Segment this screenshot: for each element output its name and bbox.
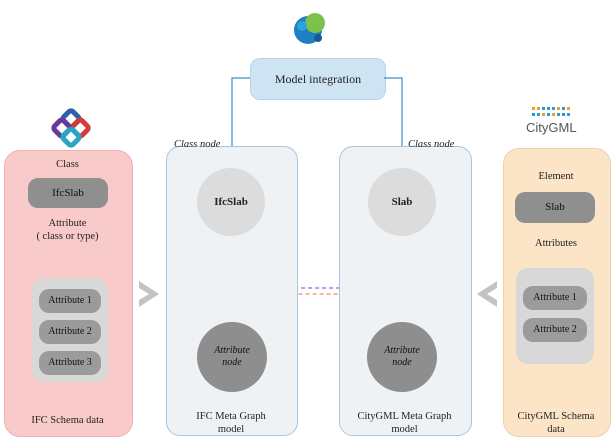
ifc-attribute-item: Attribute 1 [39, 289, 101, 313]
citygml-attribute-label: Attribute 1 [533, 292, 577, 303]
integration-to-slab-arrow [384, 77, 407, 167]
citygml-attribute-item: Attribute 2 [523, 318, 587, 342]
citygml-attributes-title: Attributes [535, 238, 577, 249]
citygml-schema-caption: CityGML Schema data [503, 410, 609, 436]
citygml-meta-caption-line2: model [391, 424, 418, 435]
model-integration-box: Model integration [250, 58, 386, 100]
ifc-attribute-node: Attribute node [197, 322, 267, 392]
citygml-meta-caption-line1: CityGML Meta Graph [357, 411, 452, 422]
graph-database-logo-icon [294, 8, 328, 44]
citygml-schema-caption-line2: data [547, 424, 565, 435]
citygml-element-value: Slab [545, 201, 565, 213]
citygml-logo-icon [532, 107, 570, 116]
model-integration-label: Model integration [274, 71, 362, 86]
integration-to-ifcslab-arrow [227, 77, 250, 167]
citygml-attribute-item: Attribute 1 [523, 286, 587, 310]
citygml-attribute-node-line2: node [392, 357, 412, 368]
ifc-attribute-label: Attribute 2 [48, 326, 92, 337]
ifc-meta-caption-line1: IFC Meta Graph [196, 411, 266, 422]
citygml-attribute-group [516, 268, 594, 364]
ifc-attribute-title: Attribute ( class or type) [4, 217, 131, 243]
ifc-attribute-title-line1: Attribute [48, 218, 87, 229]
citygml-meta-caption: CityGML Meta Graph model [339, 410, 470, 436]
ifc-class-value: IfcSlab [52, 187, 84, 199]
citygml-element-box: Slab [515, 192, 595, 223]
citygml-logo-text: CityGML [526, 120, 577, 135]
ifcslab-class-node-label: IfcSlab [214, 196, 248, 208]
ifc-attribute-label: Attribute 3 [48, 357, 92, 368]
ifcslab-class-node: IfcSlab [197, 168, 265, 236]
ifc-class-title: Class [56, 159, 79, 170]
citygml-element-title: Element [538, 171, 574, 182]
ifc-logo-icon [51, 108, 91, 148]
ifc-attribute-title-line2: ( class or type) [36, 231, 99, 242]
citygml-attribute-label: Attribute 2 [533, 324, 577, 335]
citygml-logo: CityGML [526, 104, 586, 138]
ifc-attribute-item: Attribute 2 [39, 320, 101, 344]
citygml-class-node-label: Class node [408, 139, 455, 150]
chevron-left-icon [477, 281, 497, 307]
ifc-meta-caption-line2: model [217, 424, 245, 435]
ifc-attribute-label: Attribute 1 [48, 295, 92, 306]
ifc-attribute-item: Attribute 3 [39, 351, 101, 375]
chevron-right-icon [139, 281, 159, 307]
ifc-schema-caption: IFC Schema data [31, 415, 104, 426]
citygml-attribute-node: Attribute node [367, 322, 437, 392]
citygml-attribute-node-line1: Attribute [384, 345, 420, 356]
ifc-attribute-node-line2: node [222, 357, 242, 368]
slab-class-node: Slab [368, 168, 436, 236]
slab-class-node-label: Slab [391, 196, 413, 208]
ifc-class-node-label: Class node [174, 139, 221, 150]
ifc-class-box: IfcSlab [28, 178, 108, 208]
ifc-attribute-node-line1: Attribute [214, 345, 250, 356]
ifc-meta-caption: IFC Meta Graph model [166, 410, 296, 436]
citygml-schema-caption-line1: CityGML Schema [517, 411, 595, 422]
